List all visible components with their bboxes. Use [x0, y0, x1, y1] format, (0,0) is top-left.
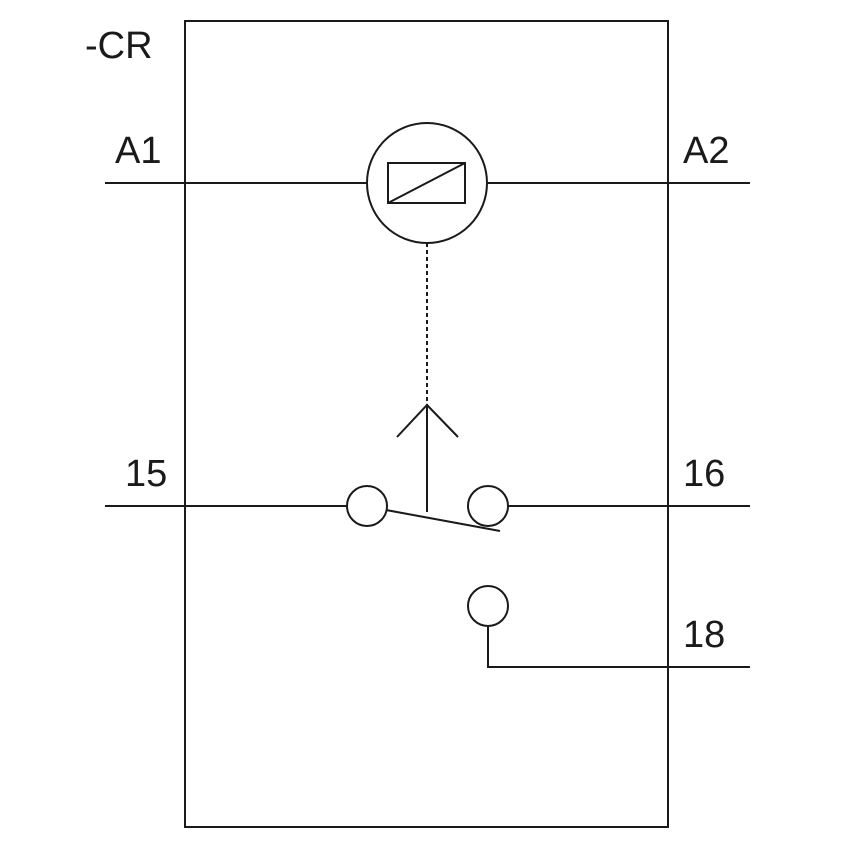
- device-tag-label: -CR: [85, 25, 153, 67]
- terminal-label-18: 18: [683, 614, 725, 656]
- wire-18: [487, 625, 750, 668]
- contact-16: [467, 485, 509, 527]
- terminal-label-16: 16: [683, 453, 725, 495]
- contact-18: [467, 585, 509, 627]
- coil-diagonal: [387, 162, 466, 204]
- coil-winding-box: [387, 162, 466, 204]
- terminal-label-a2: A2: [683, 130, 729, 172]
- device-enclosure: [184, 20, 669, 828]
- terminal-label-15: 15: [125, 453, 167, 495]
- contact-15: [346, 485, 388, 527]
- switch-blade: [385, 509, 501, 532]
- actuator-arrow-icon: [396, 403, 459, 438]
- terminal-label-a1: A1: [115, 130, 161, 172]
